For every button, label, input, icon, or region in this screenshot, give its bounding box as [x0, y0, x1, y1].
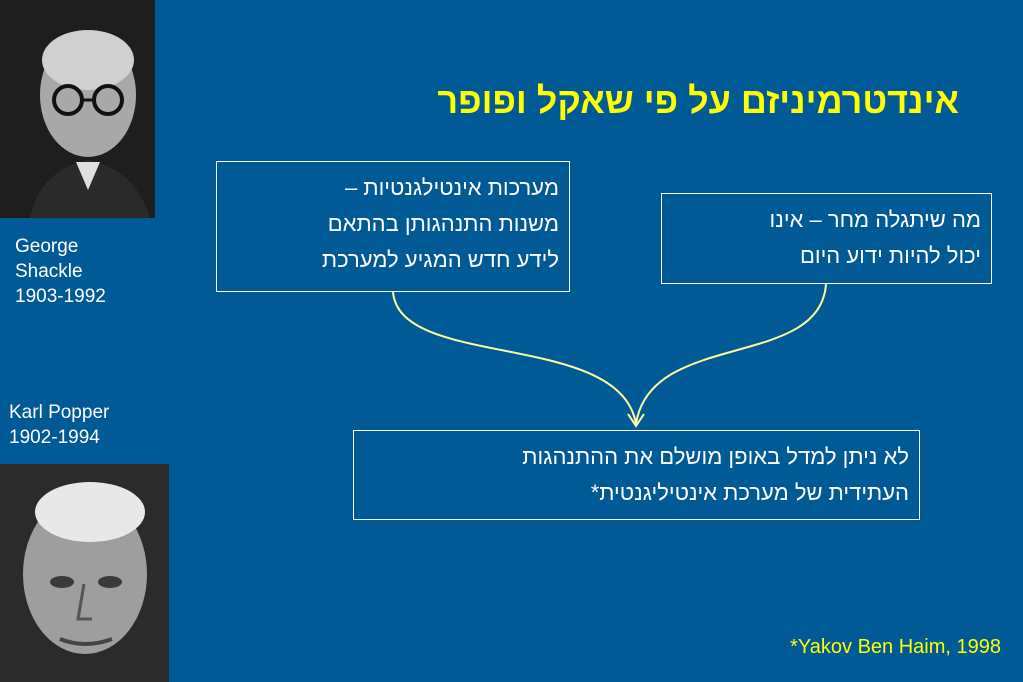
slide-title: אינדטרמיניזם על פי שאקל ופופר [437, 80, 959, 121]
box-left-line: משנות התנהגותן בהתאם [327, 211, 559, 236]
shackle-years: 1903-1992 [15, 286, 106, 307]
connector-right-curve [635, 283, 827, 425]
connector-left-curve [392, 291, 637, 425]
box-bottom-line: לא ניתן למדל באופן מושלם את ההתנהגות [522, 444, 909, 469]
shackle-name-line1: George [15, 236, 79, 257]
connector-arrowhead [627, 413, 645, 428]
box-intelligent-systems: מערכות אינטילגנטיות – משנות התנהגותן בהת… [216, 161, 570, 292]
box-future-knowledge: מה שיתגלה מחר – אינו יכול להיות ידוע היו… [661, 193, 992, 284]
portrait-popper-image [0, 464, 169, 682]
box-right-line: מה שיתגלה מחר – אינו [769, 207, 981, 232]
caption-popper: Karl Popper 1902-1994 [9, 400, 169, 450]
box-conclusion: לא ניתן למדל באופן מושלם את ההתנהגות העת… [353, 430, 920, 520]
footnote-citation: *Yakov Ben Haim, 1998 [790, 636, 1001, 658]
shackle-name-line2: Shackle [15, 261, 83, 282]
box-bottom-line: העתידית של מערכת אינטיליגנטית* [590, 480, 909, 505]
box-left-line: מערכות אינטילגנטיות – [345, 175, 559, 200]
box-right-line: יכול להיות ידוע היום [799, 243, 981, 268]
portrait-shackle-image [0, 0, 155, 218]
popper-name: Karl Popper [9, 402, 110, 423]
caption-shackle: George Shackle 1903-1992 [15, 234, 155, 309]
popper-years: 1902-1994 [9, 427, 100, 448]
portrait-shackle-icon [0, 0, 155, 218]
portrait-popper-icon [0, 464, 169, 682]
box-left-line: לידע חדש המגיע למערכת [321, 247, 559, 272]
